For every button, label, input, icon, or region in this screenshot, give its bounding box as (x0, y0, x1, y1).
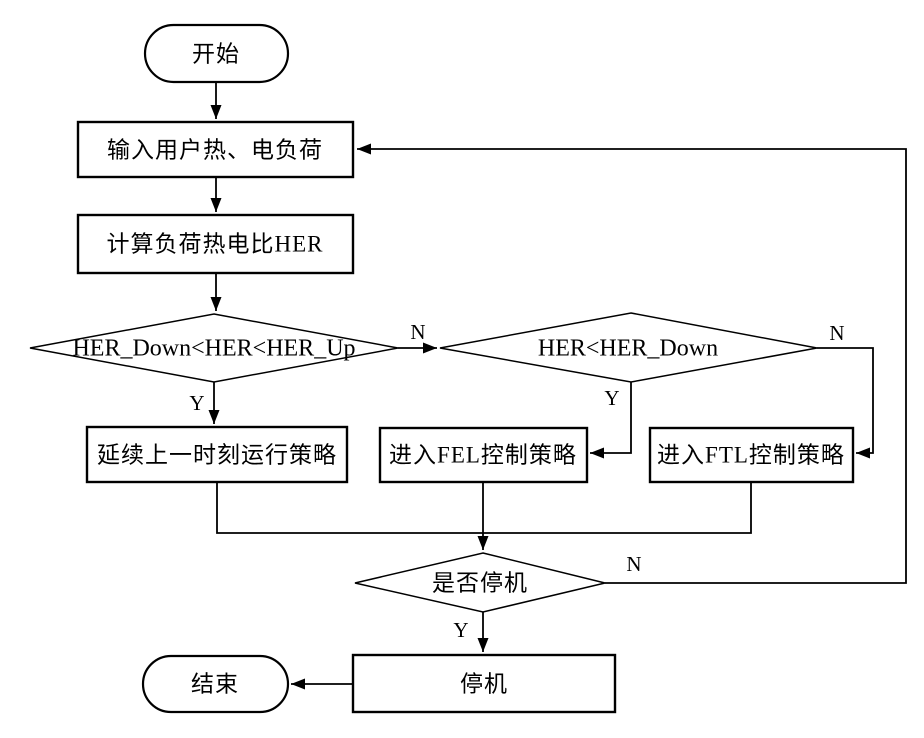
start-label: 开始 (192, 41, 240, 66)
keep-strategy-shape (85, 425, 349, 484)
node-ftl-strategy: 进入FTL控制策略 (648, 426, 855, 484)
keep-strategy-label: 延续上一时刻运行策略 (97, 442, 337, 467)
check-stop-label: 是否停机 (432, 570, 528, 595)
connector-checklow-no-to-ftl (817, 347, 874, 459)
node-check-stop: 是否停机 (354, 552, 606, 613)
node-start: 开始 (143, 23, 290, 84)
check-range-label: HER_Down<HER<HER_Up (72, 336, 355, 362)
fel-strategy-shape (378, 426, 589, 484)
branch-label-stop-yes: Y (453, 618, 468, 642)
input-load-shape (76, 120, 355, 179)
connector-checkstop-no-loopback (357, 143, 907, 584)
node-keep-strategy: 延续上一时刻运行策略 (85, 425, 349, 484)
node-fel-strategy: 进入FEL控制策略 (378, 426, 589, 484)
branch-label-range-yes: Y (189, 391, 204, 415)
node-check-low: HER<HER_Down (439, 312, 818, 383)
node-check-range: HER_Down<HER<HER_Up (29, 313, 399, 383)
branch-label-low-yes: Y (604, 386, 619, 410)
connector-merge-line (216, 482, 752, 534)
start-terminator-shape (143, 23, 290, 84)
branch-label-range-no: N (410, 320, 425, 344)
fel-strategy-label: 进入FEL控制策略 (389, 442, 577, 467)
check-range-diamond-shape (29, 313, 399, 383)
check-low-label: HER<HER_Down (538, 336, 718, 362)
node-end: 结束 (141, 654, 290, 714)
end-label: 结束 (191, 671, 239, 696)
calc-her-label: 计算负荷热电比HER (107, 231, 324, 256)
shutdown-label: 停机 (460, 671, 508, 696)
connector-checklow-yes-to-fel (590, 382, 632, 459)
end-terminator-shape (141, 654, 290, 714)
node-input-load: 输入用户热、电负荷 (76, 120, 355, 179)
node-calc-her: 计算负荷热电比HER (76, 213, 355, 275)
input-load-label: 输入用户热、电负荷 (107, 137, 323, 162)
calc-her-shape (76, 213, 355, 275)
ftl-strategy-shape (648, 426, 855, 484)
check-stop-diamond-shape (354, 552, 606, 613)
shutdown-shape (351, 653, 617, 714)
node-shutdown: 停机 (351, 653, 617, 714)
branch-label-stop-no: N (626, 552, 641, 576)
check-low-diamond-shape (439, 312, 818, 383)
ftl-strategy-label: 进入FTL控制策略 (657, 442, 845, 467)
branch-label-low-no: N (829, 321, 844, 345)
